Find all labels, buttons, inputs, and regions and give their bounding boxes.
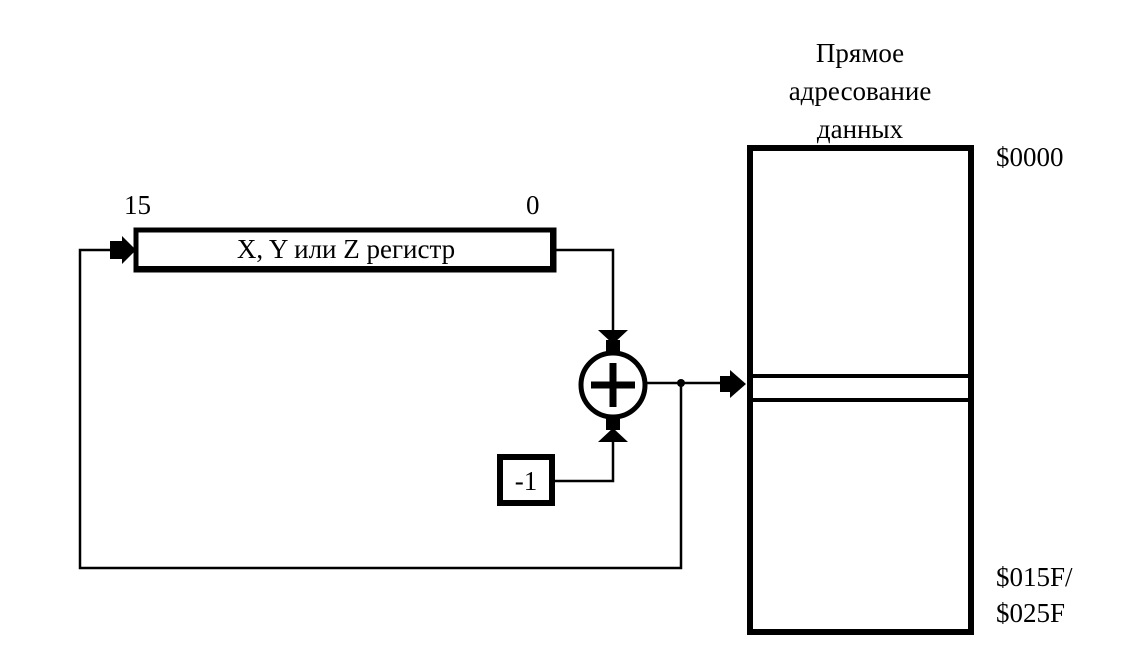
address-bottom-label-line1: $015F/	[996, 562, 1073, 592]
memory-title-line1: Прямое	[815, 38, 905, 68]
memory-title-line2: адресование	[788, 76, 932, 106]
register-input-arrow-icon	[110, 236, 136, 264]
register-bit-high-label: 15	[124, 190, 151, 220]
wire-feedback-loop	[78, 248, 683, 570]
memory-title-line3: данных	[816, 114, 904, 144]
address-bottom-label-line2: $025F	[996, 598, 1066, 628]
memory-block	[747, 145, 974, 635]
adder-bottom-arrow-icon	[598, 416, 628, 442]
junction-dot	[677, 379, 685, 387]
constant-box	[497, 454, 555, 506]
constant-label: -1	[514, 466, 538, 496]
register-bit-low-label: 0	[526, 190, 540, 220]
address-top-label: $0000	[996, 142, 1064, 172]
wire-constant-to-adder	[553, 442, 615, 483]
memory-input-arrow-icon	[720, 370, 746, 398]
adder-circle	[578, 350, 648, 420]
wire-register-to-adder	[554, 248, 615, 330]
register-label: X, Y или Z регистр	[236, 234, 456, 264]
adder-top-arrow-icon	[598, 330, 628, 354]
